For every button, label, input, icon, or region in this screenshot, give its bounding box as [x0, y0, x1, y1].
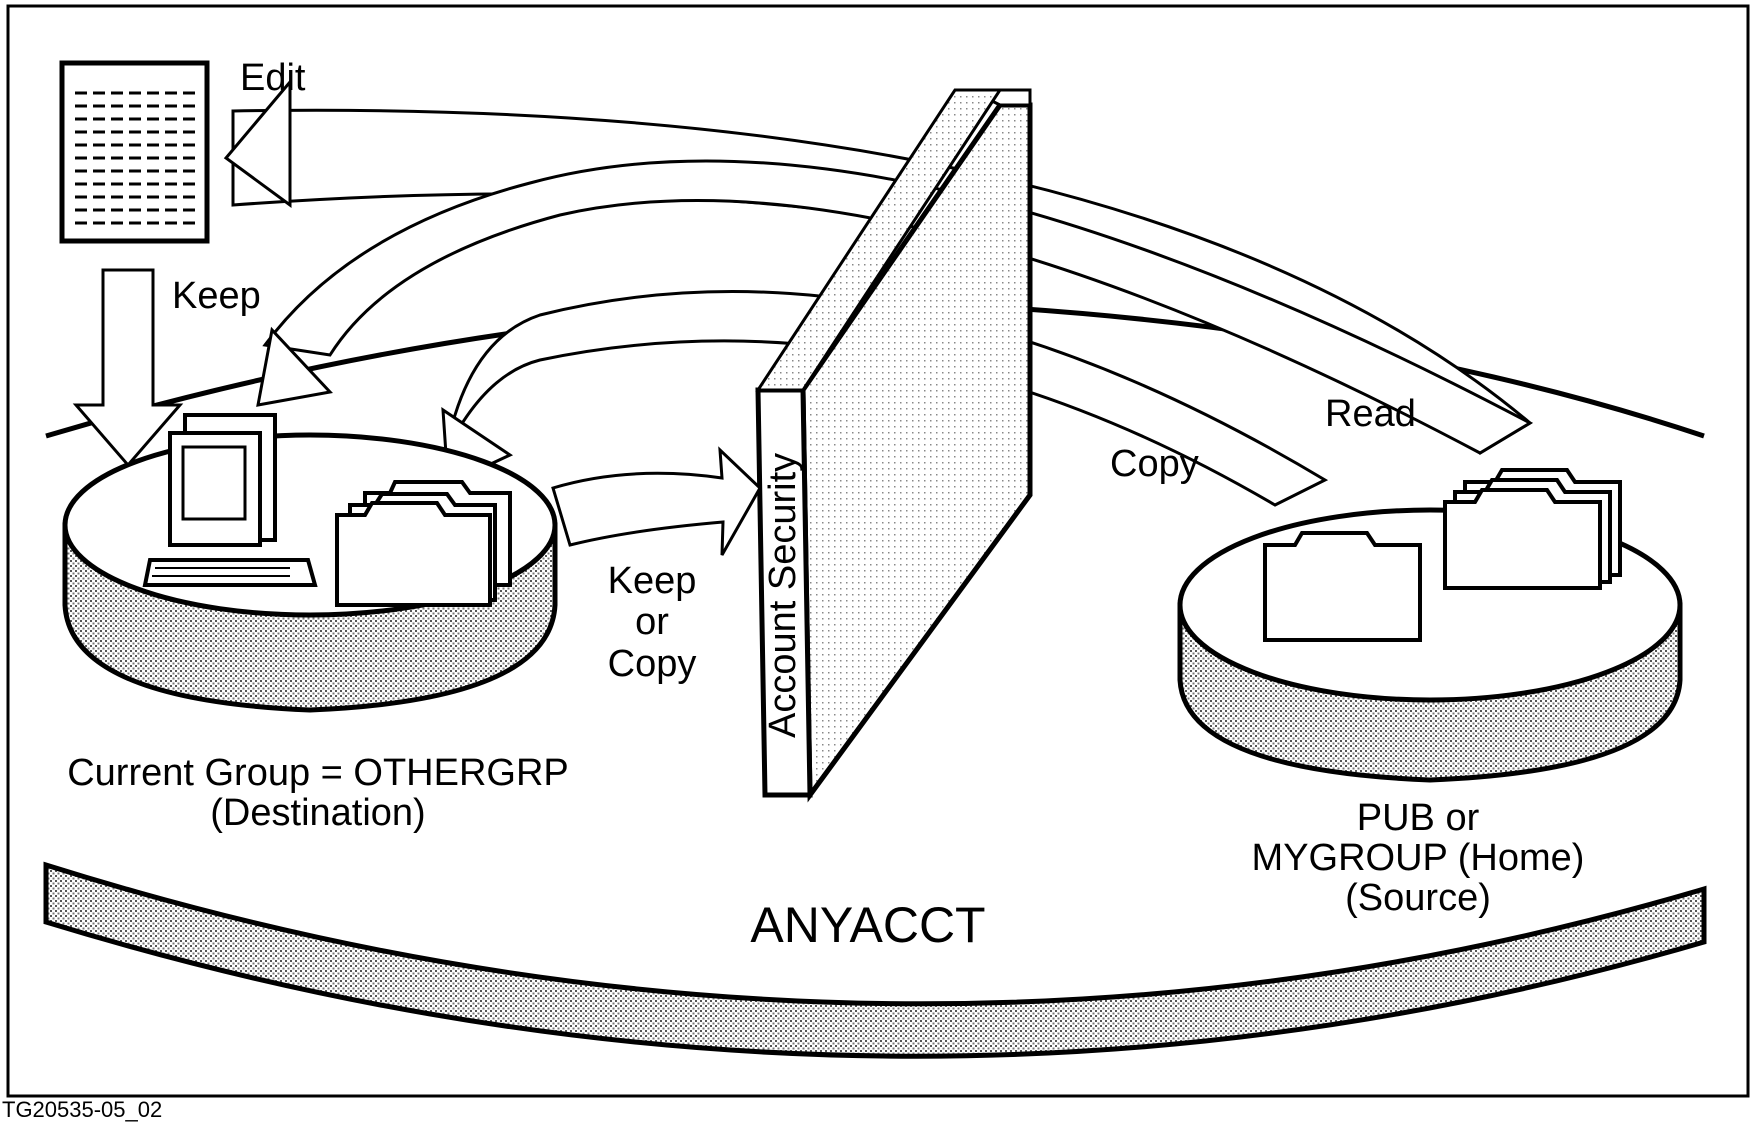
- account-name-label: ANYACCT: [750, 897, 985, 953]
- edit-arrowhead: [223, 77, 292, 208]
- account-security-label: Account Security: [762, 453, 804, 738]
- keep-or-copy-arrow: [551, 446, 762, 556]
- copy-label: Copy: [1110, 443, 1199, 485]
- keep-or-copy-line-1: Keep: [608, 560, 697, 602]
- document-icon: [59, 60, 210, 244]
- source-label: (Source): [1345, 877, 1491, 919]
- edit-label: Edit: [240, 57, 306, 99]
- wall-top-side: [755, 88, 1003, 392]
- destination-label: (Destination): [210, 792, 425, 834]
- source-folder-icon-2: [1443, 468, 1622, 590]
- figure-id-label: TG20535-05_02: [2, 1097, 162, 1122]
- figure-frame: [6, 4, 1750, 1098]
- current-group-label: Current Group = OTHERGRP: [67, 752, 569, 794]
- account-band: [43, 861, 1707, 1059]
- keep-arrowhead: [256, 326, 333, 407]
- keep-label: Keep: [172, 275, 261, 317]
- pub-or-label: PUB or: [1357, 797, 1480, 839]
- keep-down-arrow: [72, 268, 184, 468]
- read-label: Read: [1325, 393, 1416, 435]
- keep-or-copy-line-2: or: [635, 601, 669, 643]
- source-folder-icon-1: [1263, 531, 1422, 642]
- mygroup-home-label: MYGROUP (Home): [1252, 837, 1585, 879]
- keep-or-copy-line-3: Copy: [608, 643, 697, 685]
- destination-folder-icon: [335, 480, 512, 607]
- terminal-icon: [142, 413, 318, 587]
